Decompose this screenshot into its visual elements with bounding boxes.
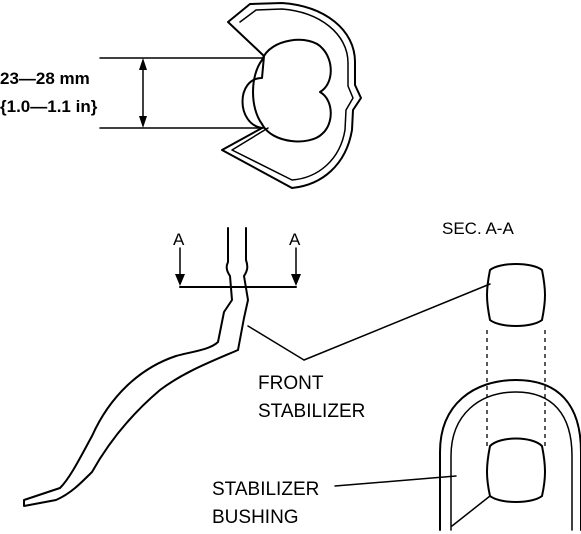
section-mark-left: A: [173, 230, 185, 249]
callout-stabilizer-bushing-line1: STABILIZER: [212, 479, 319, 500]
front-stabilizer-bar: [23, 227, 249, 507]
bushing-section-inner: [450, 391, 573, 531]
bushing-section-bore: [486, 437, 546, 503]
leader-front-stabilizer-to-bar: [247, 325, 305, 361]
section-aa-profile: [486, 263, 546, 327]
callout-stabilizer-bushing-line2: BUSHING: [212, 507, 299, 528]
callout-front-stabilizer-line1: FRONT: [258, 373, 324, 394]
section-mark-right: A: [289, 230, 301, 249]
bushing-top-view: [221, 2, 362, 189]
section-arrow-right-head: [291, 274, 301, 286]
bushing-section-outer: [439, 379, 581, 531]
bushing-inner-outline: [231, 8, 354, 181]
callout-front-stabilizer-line2: STABILIZER: [258, 401, 365, 422]
bushing-section-split: [451, 495, 491, 527]
dimension-arrowhead-top: [139, 58, 147, 70]
section-arrow-left-head: [175, 274, 185, 286]
dimension-arrowhead-bottom: [139, 116, 147, 128]
dimension-label-mm: 23—28 mm: [0, 69, 90, 88]
leader-front-stabilizer-to-section: [303, 283, 491, 361]
section-view-title: SEC. A-A: [442, 219, 514, 238]
leader-stabilizer-bushing: [334, 475, 457, 487]
bushing-outer-outline: [221, 2, 362, 189]
section-cut-marks: A A: [173, 230, 301, 288]
bushing-bore: [252, 38, 332, 143]
dimension-label-in: {1.0—1.1 in}: [0, 97, 98, 116]
